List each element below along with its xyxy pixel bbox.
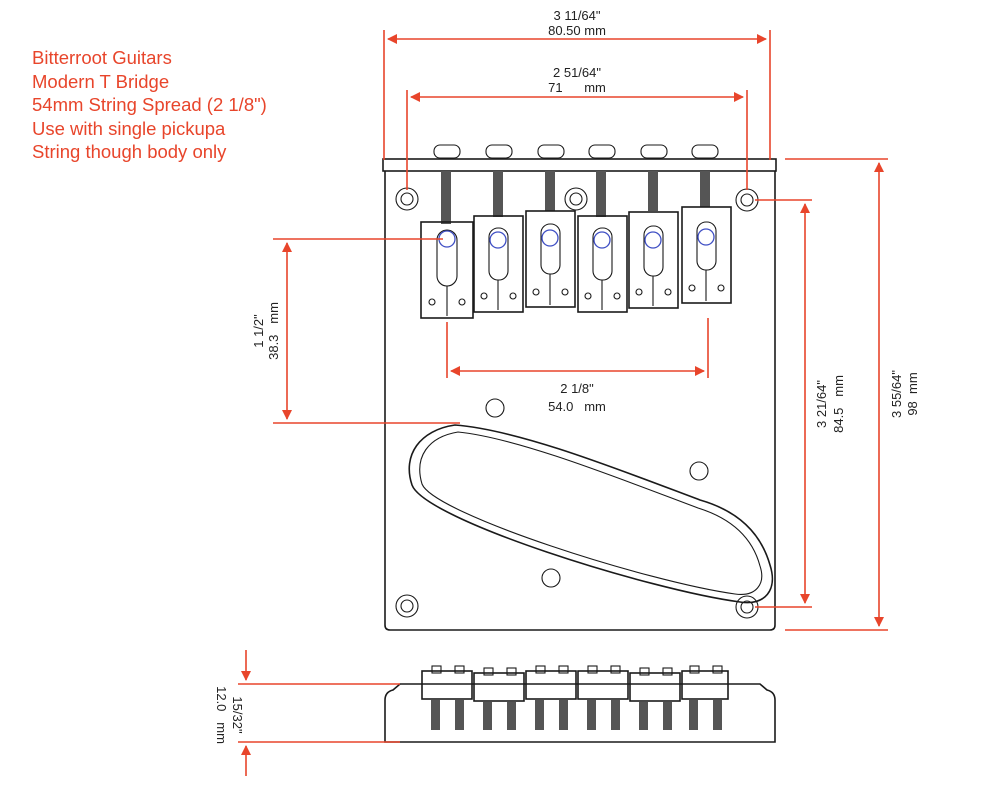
saddle-to-pickup-mm: 38.3 mm (266, 302, 281, 360)
overall-width-mm: 80.50 mm (548, 23, 606, 38)
string-spread-mm: 54.0 mm (548, 399, 606, 414)
height-mm: 12.0 mm (214, 686, 229, 744)
saddle-to-pickup-inch: 1 1/2" (251, 314, 266, 348)
saddles (420, 206, 732, 319)
saddle-3 (525, 210, 576, 308)
intonation-screw-heads (433, 144, 719, 159)
note-brand: Bitterroot Guitars (32, 47, 172, 68)
bridge-plate-top-view (382, 144, 777, 631)
saddle-4 (577, 215, 628, 313)
side-view-posts (431, 665, 723, 730)
bridge-back-lip (382, 158, 777, 172)
saddle-6 (681, 206, 732, 304)
overall-width-inch: 3 11/64" (553, 8, 600, 23)
dimension-lines (238, 30, 888, 776)
mounting-holes (395, 187, 759, 619)
saddle-1 (420, 221, 474, 319)
note-string-spread: 54mm String Spread (2 1/8") (32, 94, 267, 115)
side-view-body (384, 683, 776, 743)
saddle-5 (628, 211, 679, 309)
saddle-2 (473, 215, 524, 313)
product-notes: Bitterroot Guitars Modern T Bridge 54mm … (32, 46, 267, 164)
bridge-plate-outline (384, 171, 776, 631)
note-model: Modern T Bridge (32, 70, 170, 92)
side-view-saddles (421, 670, 729, 702)
note-string-through: String though body only (32, 141, 227, 162)
bridge-side-view (384, 665, 776, 743)
mount-spacing-mm: 71 mm (548, 80, 606, 95)
overall-length-inch: 3 55/64" (889, 370, 904, 418)
note-pickup: Use with single pickupa (32, 117, 226, 139)
height-inch: 15/32" (230, 696, 245, 734)
mount-vertical-inch: 3 21/64" (814, 380, 829, 428)
mount-vertical-mm: 84.5 mm (831, 375, 846, 433)
intonation-screws (441, 171, 710, 224)
string-spread-inch: 2 1/8" (560, 381, 594, 396)
overall-length-mm: 98 mm (905, 372, 920, 415)
pickup-cutout (408, 424, 774, 604)
mount-spacing-inch: 2 51/64" (553, 65, 601, 80)
